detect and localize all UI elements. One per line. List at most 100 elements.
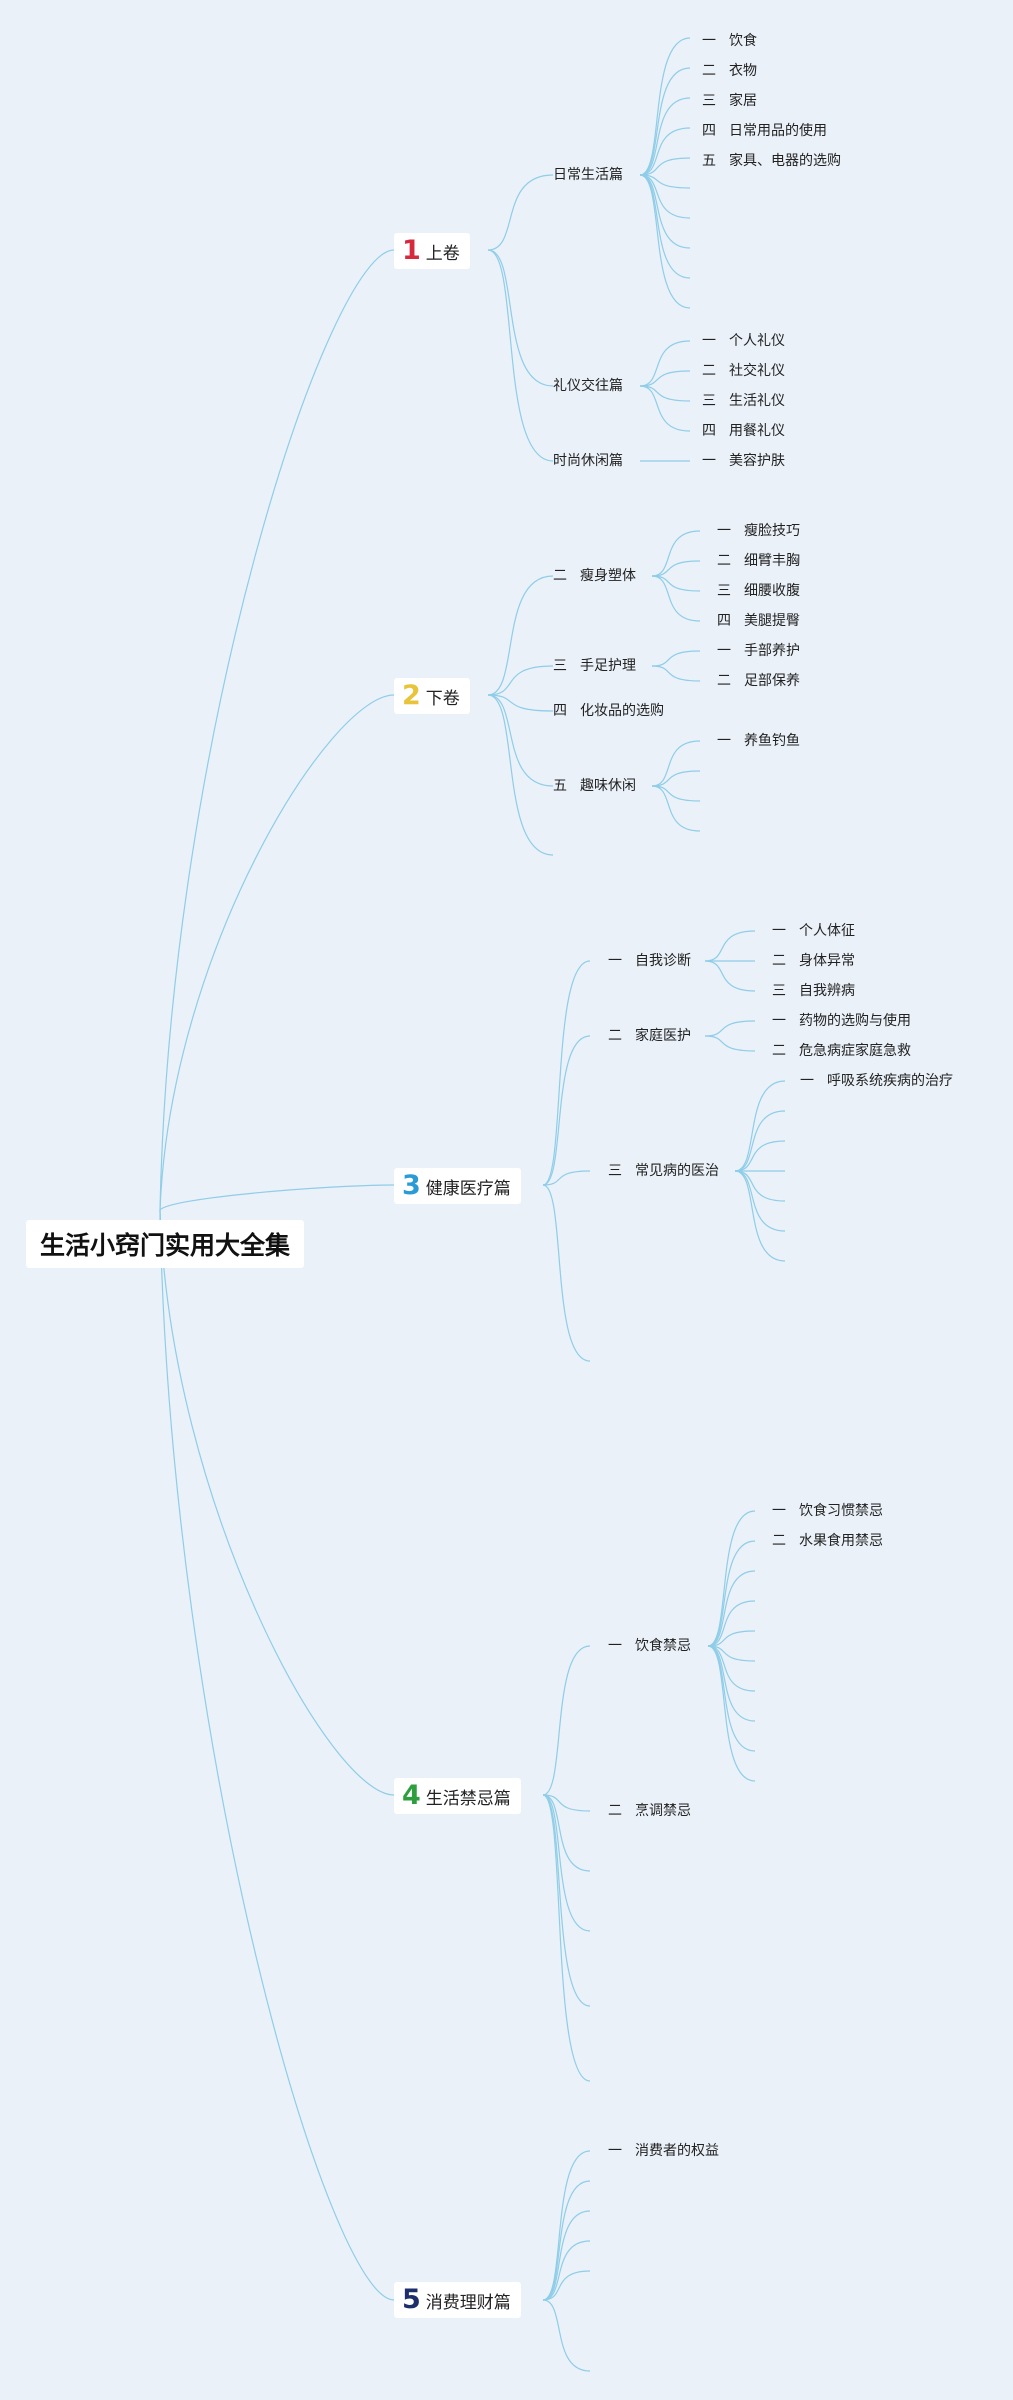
connector xyxy=(651,560,701,577)
leaf-node[interactable]: 四用餐礼仪 xyxy=(702,423,785,439)
section-node[interactable]: 时尚休闲篇 xyxy=(553,452,623,470)
leaf-node[interactable]: 三生活礼仪 xyxy=(702,393,785,409)
section-node[interactable]: 二家庭医护 xyxy=(608,1028,691,1044)
connector xyxy=(639,157,691,176)
connector xyxy=(651,575,701,592)
volume-label-5: 消费理财篇 xyxy=(425,2292,511,2313)
connector xyxy=(704,1020,756,1037)
connector xyxy=(542,2299,591,2372)
section-node[interactable]: 礼仪交往篇 xyxy=(553,377,623,395)
leaf-node[interactable]: 一手部养护 xyxy=(717,643,800,659)
connector xyxy=(707,1645,756,1782)
leaf-node[interactable]: 一瘦脸技巧 xyxy=(717,523,800,539)
connector xyxy=(639,174,691,189)
volume-label-1: 上卷 xyxy=(425,243,460,264)
leaf-node[interactable]: 二足部保养 xyxy=(717,673,800,689)
leaf-node[interactable]: 三细腰收腹 xyxy=(717,583,800,599)
connector xyxy=(542,1184,591,1362)
connector xyxy=(542,1794,591,1812)
connector xyxy=(639,174,691,279)
connector xyxy=(707,1570,756,1647)
leaf-node[interactable]: 一个人体征 xyxy=(772,923,855,939)
volume-number-3: 3 xyxy=(402,1170,421,1201)
leaf-node[interactable]: 二衣物 xyxy=(702,63,757,79)
leaf-node[interactable]: 一药物的选购与使用 xyxy=(772,1013,911,1029)
section-node[interactable]: 一饮食禁忌 xyxy=(608,1638,691,1654)
leaf-node[interactable]: 二身体异常 xyxy=(772,953,855,969)
leaf-node[interactable]: 三家居 xyxy=(702,93,757,109)
root-node-label: 生活小窍门实用大全集 xyxy=(40,1231,291,1260)
root-node[interactable]: 生活小窍门实用大全集 xyxy=(26,1220,305,1268)
connector xyxy=(651,530,701,577)
section-node[interactable]: 一自我诊断 xyxy=(608,953,691,969)
connector xyxy=(639,174,691,219)
section-node[interactable]: 日常生活篇 xyxy=(553,166,623,184)
connector xyxy=(639,67,691,176)
leaf-node[interactable]: 二细臂丰胸 xyxy=(717,553,800,569)
connector xyxy=(487,694,554,787)
connector xyxy=(734,1140,786,1172)
leaf-node[interactable]: 五家具、电器的选购 xyxy=(702,153,841,169)
connector xyxy=(639,370,691,387)
section-label: 日常生活篇 xyxy=(553,167,623,183)
leaf-node[interactable]: 四美腿提臀 xyxy=(717,613,800,629)
leaf-node[interactable]: 二水果食用禁忌 xyxy=(772,1533,883,1549)
section-node[interactable]: 一消费者的权益 xyxy=(608,2143,719,2159)
leaf-node[interactable]: 三自我辨病 xyxy=(772,983,855,999)
connector xyxy=(487,249,554,462)
section-label: 礼仪交往篇 xyxy=(553,378,623,394)
connector xyxy=(704,930,756,962)
connector xyxy=(487,575,554,696)
connector xyxy=(542,2150,591,2301)
volume-node-5[interactable]: 5 消费理财篇 xyxy=(394,2282,521,2318)
connector xyxy=(651,770,701,787)
connector xyxy=(707,1645,756,1752)
section-node[interactable]: 三常见病的医治 xyxy=(608,1163,719,1179)
connector xyxy=(639,127,691,176)
volume-node-2[interactable]: 2 下卷 xyxy=(394,678,470,714)
connector xyxy=(542,2270,591,2301)
leaf-node[interactable]: 二危急病症家庭急救 xyxy=(772,1043,911,1059)
connector xyxy=(159,1184,395,1211)
connector xyxy=(542,2210,591,2301)
connector xyxy=(704,960,756,992)
connector xyxy=(707,1510,756,1647)
leaf-node[interactable]: 一饮食 xyxy=(702,33,757,49)
connector xyxy=(707,1630,756,1647)
connector xyxy=(651,785,701,802)
connector xyxy=(159,1209,395,2301)
connector xyxy=(651,665,701,682)
leaf-node[interactable]: 四日常用品的使用 xyxy=(702,123,827,139)
leaf-node[interactable]: 一饮食习惯禁忌 xyxy=(772,1503,883,1519)
section-node[interactable]: 二瘦身塑体 xyxy=(553,568,636,584)
volume-node-4[interactable]: 4 生活禁忌篇 xyxy=(394,1778,521,1814)
section-node[interactable]: 五趣味休闲 xyxy=(553,778,636,794)
connector xyxy=(639,174,691,249)
volume-label-2: 下卷 xyxy=(425,688,460,709)
section-node[interactable]: 三手足护理 xyxy=(553,658,636,674)
leaf-node[interactable]: 二社交礼仪 xyxy=(702,363,785,379)
connector xyxy=(542,1794,591,2007)
leaf-node[interactable]: 一个人礼仪 xyxy=(702,333,785,349)
section-node[interactable]: 四化妆品的选购 xyxy=(553,703,664,719)
leaf-node[interactable]: 一美容护肤 xyxy=(702,453,785,469)
section-node[interactable]: 二烹调禁忌 xyxy=(608,1803,691,1819)
connector xyxy=(487,694,554,712)
connector xyxy=(487,694,554,856)
volume-node-3[interactable]: 3 健康医疗篇 xyxy=(394,1168,521,1204)
connector xyxy=(159,694,395,1211)
connector xyxy=(734,1110,786,1172)
connector xyxy=(707,1540,756,1647)
connector xyxy=(734,1080,786,1172)
connector xyxy=(542,1794,591,1872)
connector xyxy=(639,97,691,176)
connector xyxy=(639,37,691,176)
leaf-node[interactable]: 一养鱼钓鱼 xyxy=(717,733,800,749)
connector xyxy=(707,1645,756,1692)
volume-number-1: 1 xyxy=(402,235,421,266)
leaf-node[interactable]: 一呼吸系统疾病的治疗 xyxy=(800,1073,953,1089)
volume-node-1[interactable]: 1 上卷 xyxy=(394,233,470,269)
connector xyxy=(639,385,691,432)
connector xyxy=(639,385,691,402)
